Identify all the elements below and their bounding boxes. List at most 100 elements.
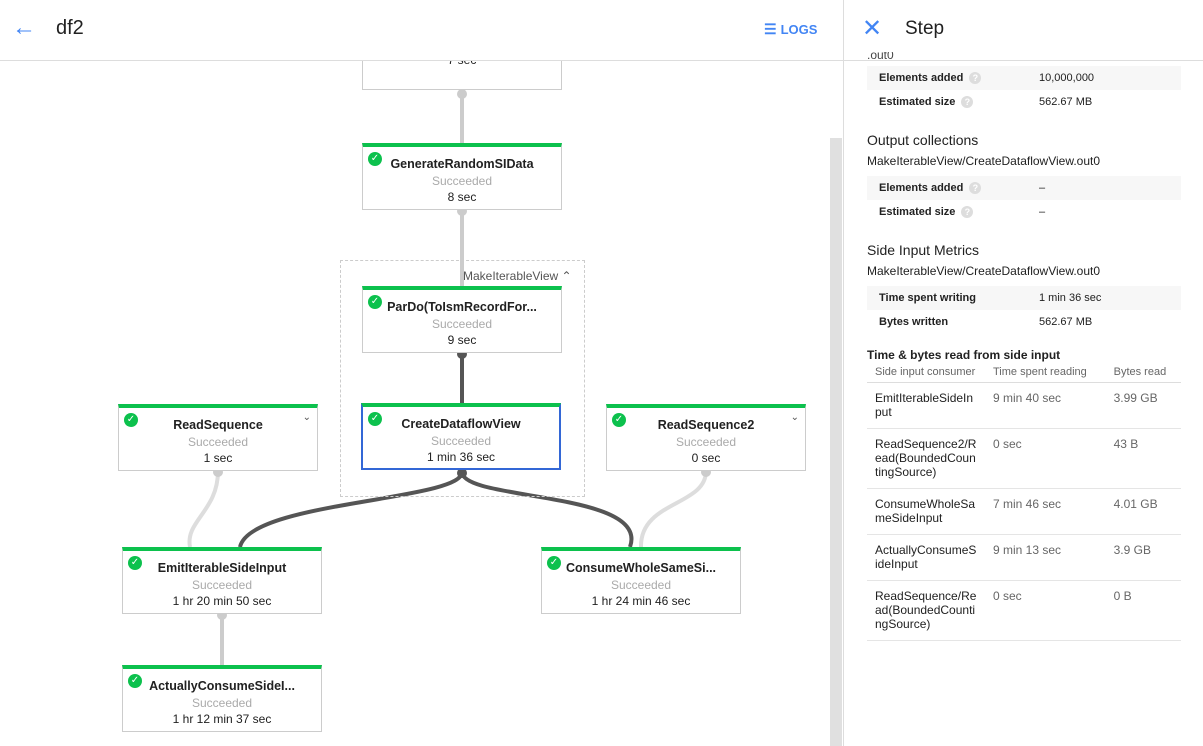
edge xyxy=(638,470,708,548)
check-icon: ✓ xyxy=(124,413,138,427)
metric-row: Estimated size? 562.67 MB xyxy=(867,90,1181,114)
edge xyxy=(187,470,220,548)
metric-label: Estimated size xyxy=(879,206,956,218)
output-heading: Output collections xyxy=(867,132,979,148)
node-status: Succeeded xyxy=(430,434,492,448)
node-status: Succeeded xyxy=(675,435,737,449)
table-cell: ReadSequence/Read(BoundedCountingSource) xyxy=(867,580,985,641)
table-cell: 43 B xyxy=(1105,428,1181,489)
table-cell: 3.9 GB xyxy=(1105,534,1181,581)
chevron-down-icon[interactable]: ⌄ xyxy=(790,412,799,423)
chevron-down-icon[interactable]: ⌄ xyxy=(302,412,311,423)
logs-button[interactable]: ☰LOGS xyxy=(764,21,818,37)
table-cell: 7 min 46 sec xyxy=(985,488,1106,535)
metric-value: – xyxy=(1039,182,1046,194)
check-icon: ✓ xyxy=(547,556,561,570)
node-name: ReadSequence xyxy=(173,418,263,432)
back-arrow-icon[interactable]: ← xyxy=(12,14,36,41)
table-cell: 3.99 GB xyxy=(1105,382,1181,429)
metric-row: Time spent writing 1 min 36 sec xyxy=(867,286,1181,310)
side-name: MakeIterableView/CreateDataflowView.out0 xyxy=(867,264,1101,278)
top-bar: ← df2 ☰LOGS xyxy=(0,0,843,61)
check-icon: ✓ xyxy=(368,295,382,309)
edge xyxy=(460,471,634,548)
metric-label: Time spent writing xyxy=(879,292,976,304)
check-icon: ✓ xyxy=(368,152,382,166)
node-time: 0 sec xyxy=(691,451,721,465)
table-row: ReadSequence2/Read(BoundedCountingSource… xyxy=(867,428,1181,489)
table-cell: 0 B xyxy=(1105,580,1181,641)
node-time: 8 sec xyxy=(447,190,477,204)
node-time: 1 hr 24 min 46 sec xyxy=(591,594,691,608)
table-cell: EmitIterableSideInput xyxy=(867,382,985,429)
cut-text: .out0 xyxy=(867,52,894,62)
node-name: ConsumeWholeSameSi... xyxy=(565,561,717,575)
panel-title: Step xyxy=(905,18,945,39)
graph-node[interactable]: Succeeded7 sec xyxy=(362,61,562,90)
group-label[interactable]: MakeIterableView ⌃ xyxy=(463,269,572,283)
table-cell: 9 min 40 sec xyxy=(985,382,1106,429)
metric-value: 562.67 MB xyxy=(1039,96,1093,108)
table-cell: 0 sec xyxy=(985,428,1106,489)
close-icon[interactable]: ✕ xyxy=(862,15,883,42)
node-name: ReadSequence2 xyxy=(657,418,755,432)
metric-row: Elements added?10,000,000 xyxy=(867,66,1181,90)
node-status: Succeeded xyxy=(431,174,493,188)
node-time: 7 sec xyxy=(363,61,561,67)
graph-node[interactable]: ✓ ConsumeWholeSameSi... Succeeded 1 hr 24 m… xyxy=(541,547,741,614)
node-name: CreateDataflowView xyxy=(401,417,521,431)
scrollbar[interactable] xyxy=(830,138,842,746)
check-icon: ✓ xyxy=(128,556,142,570)
node-status: Succeeded xyxy=(191,578,253,592)
check-icon: ✓ xyxy=(128,674,142,688)
makeiterableview-group xyxy=(340,260,585,497)
column-header: Bytes read xyxy=(1105,362,1181,383)
help-icon[interactable]: ? xyxy=(969,182,982,194)
node-name: ActuallyConsumeSideI... xyxy=(149,679,295,693)
node-time: 1 hr 12 min 37 sec xyxy=(172,712,272,726)
node-name: EmitIterableSideInput xyxy=(157,561,287,575)
table-cell: 0 sec xyxy=(985,580,1106,641)
node-time: 1 sec xyxy=(203,451,233,465)
node-status: Succeeded xyxy=(431,317,493,331)
metric-label: Elements added xyxy=(879,72,964,84)
check-icon: ✓ xyxy=(368,412,382,426)
help-icon[interactable]: ? xyxy=(961,206,974,218)
table-cell: ActuallyConsumeSideInput xyxy=(867,534,985,581)
node-time: 1 hr 20 min 50 sec xyxy=(172,594,272,608)
read-heading: Time & bytes read from side input xyxy=(867,348,1061,362)
output-name: MakeIterableView/CreateDataflowView.out0 xyxy=(867,154,1101,168)
table-cell: 9 min 13 sec xyxy=(985,534,1106,581)
metric-label: Estimated size xyxy=(879,96,956,108)
help-icon[interactable]: ? xyxy=(961,96,974,108)
metric-value: 562.67 MB xyxy=(1039,316,1093,328)
node-status: Succeeded xyxy=(187,435,249,449)
graph-node[interactable]: ✓ ActuallyConsumeSideI... Succeeded 1 hr 12… xyxy=(122,665,322,732)
metric-label: Bytes written xyxy=(879,316,949,328)
metric-value: – xyxy=(1039,206,1046,218)
table-cell: ConsumeWholeSameSideInput xyxy=(867,488,985,535)
help-icon[interactable]: ? xyxy=(969,72,982,84)
table-cell: ReadSequence2/Read(BoundedCountingSource… xyxy=(867,428,985,489)
job-graph[interactable]: MakeIterableView ⌃ Succeeded7 sec✓Genera… xyxy=(0,61,843,746)
list-icon: ☰ xyxy=(764,21,777,37)
metric-value: 1 min 36 sec xyxy=(1039,292,1102,304)
edge xyxy=(238,471,464,548)
node-status: Succeeded xyxy=(610,578,672,592)
node-name: ParDo(ToIsmRecordFor... xyxy=(387,300,537,314)
metric-row: Estimated size? – xyxy=(867,200,1181,224)
check-icon: ✓ xyxy=(612,413,626,427)
table-cell: 4.01 GB xyxy=(1105,488,1181,535)
column-header: Side input consumer xyxy=(867,362,985,383)
node-status: Succeeded xyxy=(191,696,253,710)
